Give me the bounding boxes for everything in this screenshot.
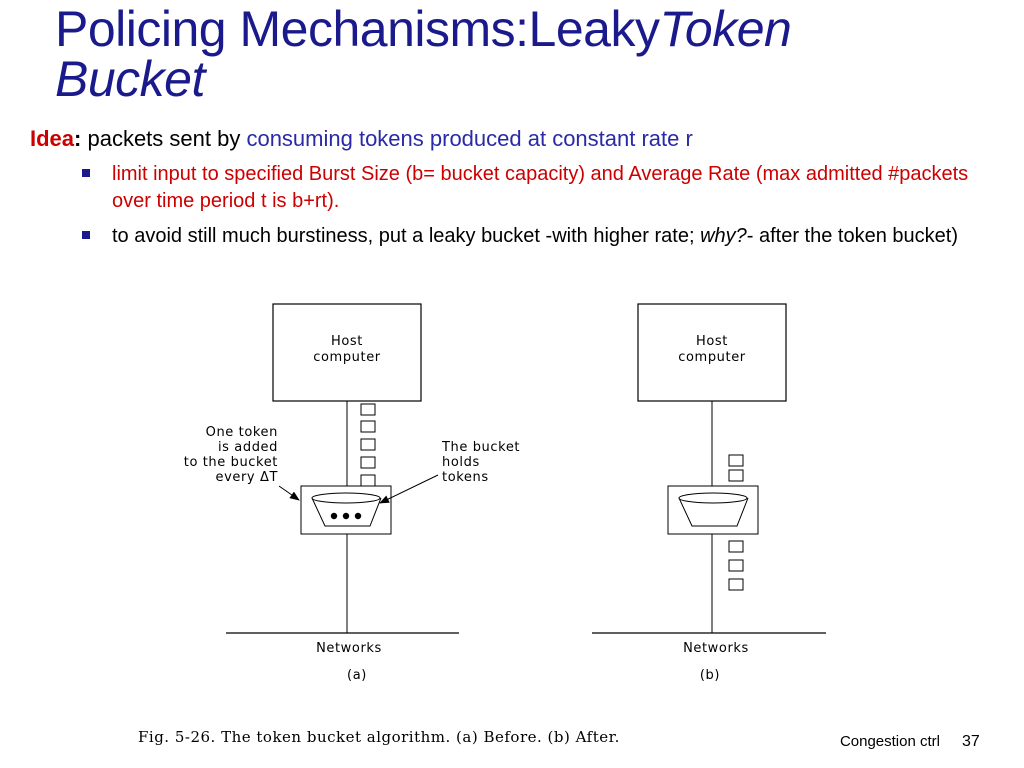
host-computer-box [272, 303, 422, 402]
panel-b-label: (b) [700, 668, 720, 683]
idea-label: Idea [30, 126, 75, 151]
packet-icon [728, 540, 744, 553]
token-icon [330, 512, 338, 520]
page-number: 37 [962, 733, 980, 750]
footer-course: Congestion ctrl [780, 733, 940, 750]
packet-icon [360, 438, 376, 451]
bucket-arrow [379, 474, 439, 504]
title-part-1: Policing Mechanisms:Leaky [55, 1, 660, 57]
idea-line: Idea: packets sent by consuming tokens p… [30, 126, 693, 152]
host-label: Host [696, 334, 728, 349]
host-label-2: computer [678, 350, 746, 365]
token-note-line: One token [206, 425, 278, 440]
packet-icon [728, 469, 744, 482]
panel-b: Host computer Networks (b) [592, 303, 826, 683]
bullet-list: limit input to specified Burst Size (b= … [80, 161, 980, 258]
packet-icon [360, 403, 376, 416]
packet-icon [360, 420, 376, 433]
token-note-line: is added [218, 440, 278, 455]
packet-icon [728, 559, 744, 572]
token-icon [354, 512, 362, 520]
title-part-2: Token [659, 1, 792, 57]
bullet-text: limit input to specified Burst Size (b= … [112, 163, 969, 212]
panel-a: Host computer One token is added to the … [184, 303, 520, 683]
host-computer-box [637, 303, 787, 402]
bullet-emphasis: why? [700, 225, 747, 247]
bucket-icon [311, 497, 382, 527]
bucket-icon [678, 497, 749, 527]
token-note-line: to the bucket [184, 455, 278, 470]
bucket-note: The bucket holds tokens [441, 440, 520, 485]
bucket-rim [311, 492, 381, 504]
bullet-text: to avoid still much burstiness, put a le… [112, 225, 701, 247]
bullet-item: limit input to specified Burst Size (b= … [80, 161, 980, 215]
packet-icon [728, 578, 744, 591]
bucket-note-line: The bucket [441, 440, 520, 455]
packet-icon [360, 456, 376, 469]
bucket-note-line: holds [442, 455, 480, 470]
token-note: One token is added to the bucket every Δ… [184, 425, 278, 485]
figure-caption: Fig. 5-26. The token bucket algorithm. (… [138, 728, 620, 746]
bullet-square-icon [82, 169, 90, 177]
packet-icon [728, 454, 744, 467]
bullet-text-after: - after the token bucket) [746, 225, 958, 247]
token-note-line: every ΔT [216, 470, 279, 485]
networks-label: Networks [316, 641, 382, 656]
bucket-rim [678, 492, 748, 504]
idea-text-1: packets sent by [81, 126, 247, 151]
token-icon [342, 512, 350, 520]
title-part-3: Bucket [55, 51, 205, 107]
bucket-note-line: tokens [442, 470, 489, 485]
host-label: Host [331, 334, 363, 349]
panel-a-label: (a) [347, 668, 367, 683]
token-arrow [278, 485, 300, 501]
slide-title: Policing Mechanisms:LeakyToken Bucket [55, 1, 792, 107]
idea-colon: : [74, 126, 82, 151]
bullet-item: to avoid still much burstiness, put a le… [80, 223, 980, 250]
footer-course-text: Congestion ctrl [839, 733, 940, 750]
bullet-square-icon [82, 231, 90, 239]
packet-icon [360, 474, 376, 487]
host-label-2: computer [313, 350, 381, 365]
networks-label: Networks [683, 641, 749, 656]
idea-text-2: consuming tokens produced at constant ra… [246, 126, 693, 151]
